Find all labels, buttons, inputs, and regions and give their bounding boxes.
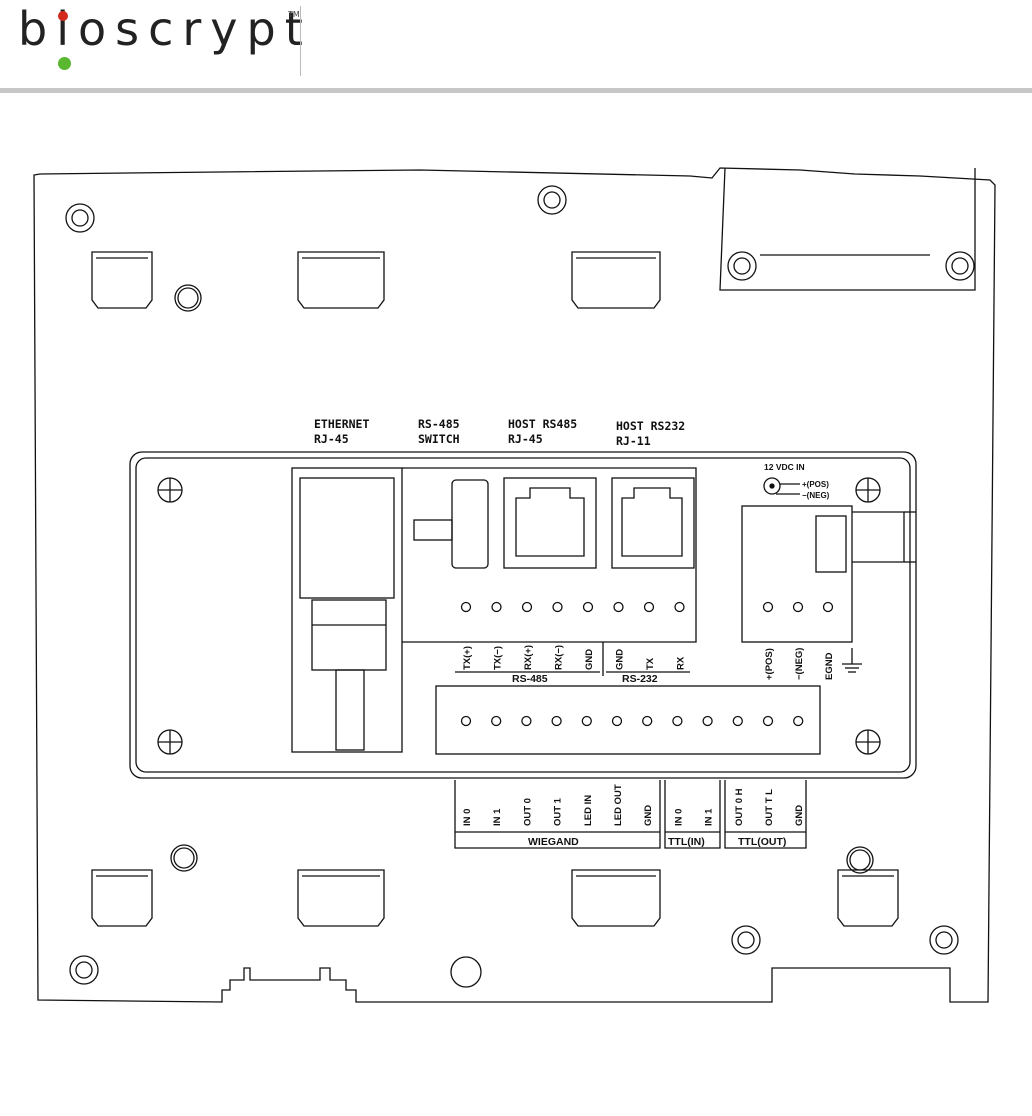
pin-label: LED IN [583, 795, 594, 826]
pin-label: −(NEG) [794, 648, 805, 680]
terminal-hole [462, 603, 471, 612]
pin-label: +(POS) [764, 648, 775, 680]
housing-outline [34, 168, 995, 1002]
main-board-inner [136, 458, 910, 772]
pin-label: OUT 1 [553, 797, 564, 826]
terminal-hole [764, 603, 773, 612]
pin-label: OUT 0 H [734, 788, 745, 826]
ethernet-label-2: RJ-45 [314, 432, 349, 446]
pin-label: IN 1 [492, 808, 503, 826]
terminal-hole [675, 603, 684, 612]
host232-label-1: HOST RS232 [616, 419, 685, 433]
host485-label-1: HOST RS485 [508, 417, 577, 431]
rs485-group-label: RS-485 [512, 673, 548, 685]
rs232-group-label: RS-232 [622, 673, 658, 685]
pin-label: EGND [824, 652, 835, 680]
terminal-hole [643, 717, 652, 726]
top-right-module [720, 168, 975, 290]
terminal-hole [613, 717, 622, 726]
terminal-hole [553, 603, 562, 612]
ethernet-rj45-connector [292, 468, 402, 752]
power-pos-label: +(POS) [802, 480, 829, 489]
pin-label: TX(+) [462, 646, 473, 670]
pin-label: IN 0 [462, 809, 473, 826]
power-connector [742, 506, 916, 642]
ttl-out-group-label: TTL(OUT) [738, 836, 786, 848]
pin-label: RX [676, 656, 687, 670]
pin-label: GND [643, 805, 654, 826]
pin-label: RX(−) [554, 645, 565, 670]
ttl-in-group-label: TTL(IN) [668, 836, 705, 848]
pin-label: TX [645, 657, 656, 670]
host232-label-2: RJ-11 [616, 434, 651, 448]
terminal-hole [462, 717, 471, 726]
host485-label-2: RJ-45 [508, 432, 543, 446]
terminal-hole [584, 603, 593, 612]
mounting-holes [66, 186, 974, 987]
terminal-hole [552, 717, 561, 726]
terminal-hole [523, 603, 532, 612]
upper-terminal-holes [462, 603, 685, 612]
power-title: 12 VDC IN [764, 462, 805, 472]
power-terminal-holes [764, 603, 833, 612]
dc-jack-symbol [764, 478, 800, 494]
upper-terminal-body [402, 468, 696, 642]
terminal-hole [522, 717, 531, 726]
pin-label: IN 1 [704, 808, 715, 826]
pin-label: IN 0 [673, 809, 684, 826]
terminal-hole [703, 717, 712, 726]
terminal-hole [492, 717, 501, 726]
board-screws [158, 478, 880, 754]
terminal-hole [733, 717, 742, 726]
lower-terminal-holes [462, 717, 803, 726]
pin-label: OUT 0 [522, 798, 533, 826]
wiegand-group-label: WIEGAND [528, 836, 579, 848]
host-rs485-jack [504, 478, 596, 568]
pin-label: RX(+) [523, 645, 534, 670]
terminal-hole [645, 603, 654, 612]
pin-label: OUT T L [764, 789, 775, 826]
ground-icon [842, 648, 862, 672]
terminal-hole [582, 717, 591, 726]
lower-terminal-body [436, 686, 820, 754]
main-board [130, 452, 916, 778]
rs485-switch [414, 480, 488, 568]
pin-label: TX(−) [493, 646, 504, 670]
switch-label-1: RS-485 [418, 417, 460, 431]
pin-label: GND [794, 805, 805, 826]
terminal-hole [492, 603, 501, 612]
terminal-hole [824, 603, 833, 612]
power-neg-label: −(NEG) [802, 491, 830, 500]
ethernet-label-1: ETHERNET [314, 417, 369, 431]
terminal-hole [614, 603, 623, 612]
terminal-hole [764, 717, 773, 726]
host-rs232-jack [612, 478, 694, 568]
pin-label: GND [584, 649, 595, 670]
terminal-hole [794, 717, 803, 726]
switch-label-2: SWITCH [418, 432, 460, 446]
pin-label: GND [615, 649, 626, 670]
pin-label: LED OUT [613, 784, 624, 826]
terminal-hole [673, 717, 682, 726]
terminal-hole [794, 603, 803, 612]
